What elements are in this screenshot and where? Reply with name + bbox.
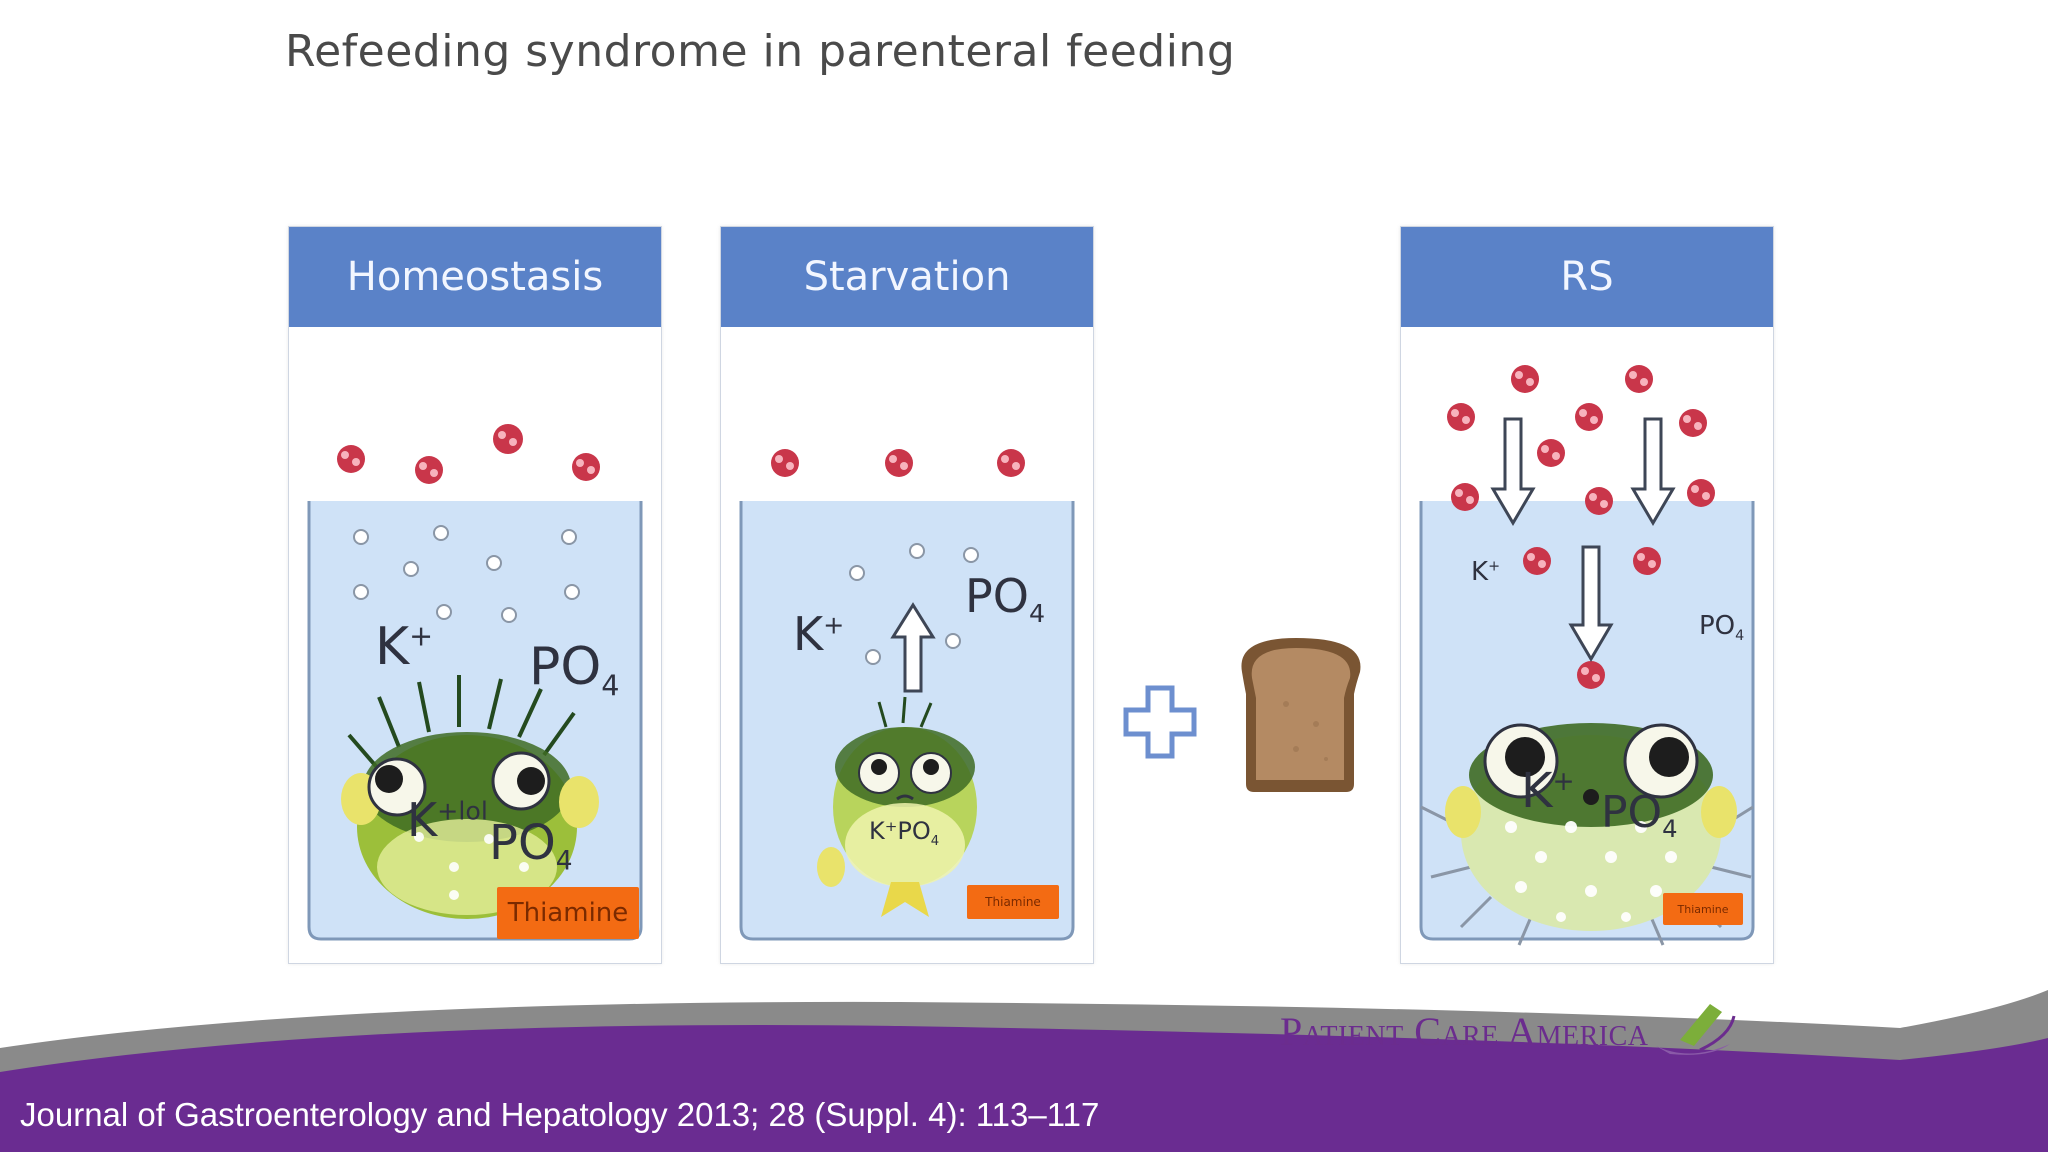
pufferfish-icon [1420, 723, 1754, 946]
panel-header: RS [1401, 227, 1773, 327]
citation: Journal of Gastroenterology and Hepatolo… [20, 1096, 1100, 1133]
thiamine-label: Thiamine [967, 885, 1059, 919]
potassium-label: K+ [793, 607, 845, 661]
phosphate-label: PO4 [965, 569, 1046, 629]
slide-title: Refeeding syndrome in parenteral feeding [285, 26, 1236, 77]
fish-potassium-label: K+ [1521, 763, 1575, 819]
potassium-label: K+ [1471, 557, 1501, 587]
rs-illustration [1419, 365, 1755, 946]
panel-header: Starvation [721, 227, 1093, 327]
panel-homeostasis: Homeostasis [288, 226, 662, 964]
pufferfish-icon [817, 696, 977, 917]
thiamine-label: Thiamine [497, 887, 639, 939]
panel-rs: RS [1400, 226, 1774, 964]
bubble-icon [849, 543, 979, 665]
thiamine-label: Thiamine [1663, 893, 1743, 925]
phosphate-label: PO4 [1699, 611, 1745, 645]
meat-icon [337, 424, 600, 484]
bubble-icon [353, 525, 580, 623]
fish-phosphate-label: PO4 [1601, 787, 1678, 843]
plus-icon [1123, 685, 1197, 759]
footer-band [0, 990, 2048, 1152]
potassium-label: K+ [375, 617, 434, 677]
phosphate-label: PO4 [529, 637, 620, 703]
starvation-illustration [739, 449, 1075, 941]
panel-header: Homeostasis [289, 227, 661, 327]
arrow-icon [1490, 417, 1676, 662]
arrow-icon [890, 602, 936, 693]
patient-care-america-logo: Patient Care America [1280, 996, 1740, 1066]
fish-potassium-label: K+lol [407, 793, 488, 847]
logo-text: Patient Care America [1280, 1008, 1649, 1054]
fish-label: K⁺PO4 [869, 817, 940, 849]
fish-phosphate-label: PO4 [489, 815, 573, 877]
meat-icon [1447, 365, 1715, 689]
bread-icon [1241, 638, 1361, 792]
panel-starvation: Starvation K+ PO4 K⁺PO4 Thiamine [720, 226, 1094, 964]
logo-swoosh-icon [1656, 1004, 1736, 1055]
meat-icon [771, 449, 1025, 477]
homeostasis-illustration [307, 424, 643, 941]
